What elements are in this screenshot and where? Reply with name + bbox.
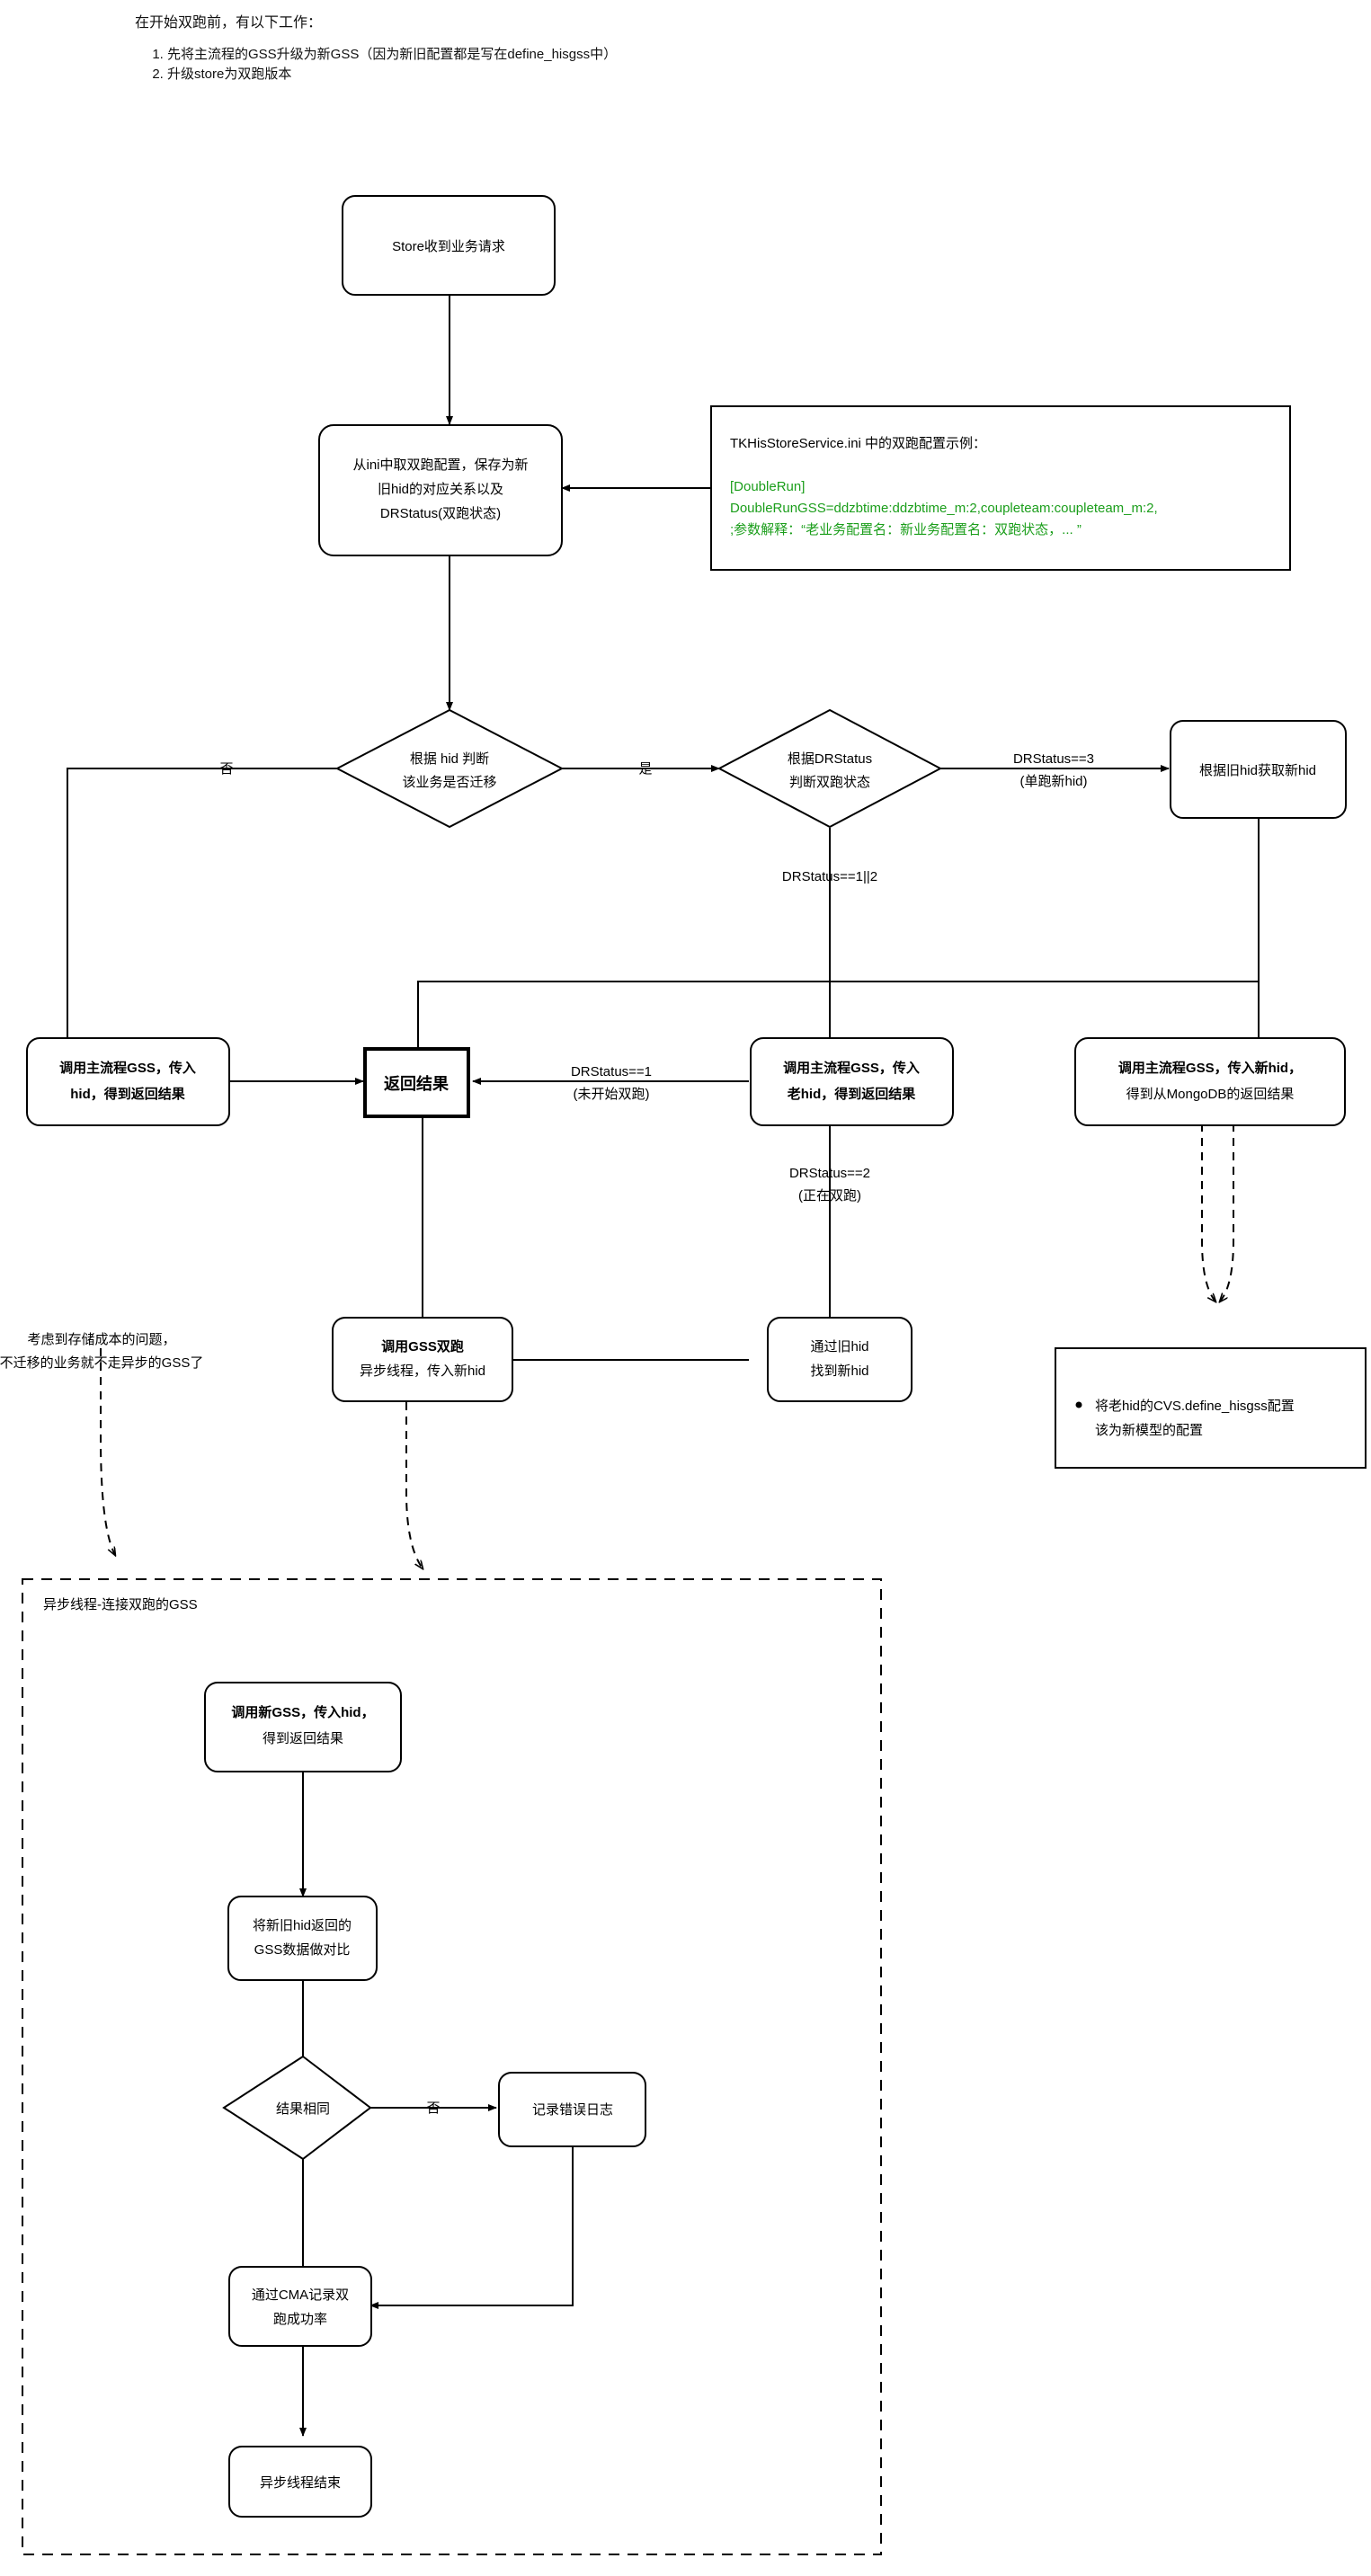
edge-log-to-cma (369, 2146, 574, 2309)
prerequisite-list: 先将主流程的GSS升级为新GSS（因为新旧配置都是写在define_hisgss… (135, 45, 944, 84)
node-config-note: TKHisStoreService.ini 中的双跑配置示例： [DoubleR… (710, 405, 1291, 571)
edge-label-drstatus12: DRStatus==1||2 (782, 869, 877, 884)
node-async-end[interactable]: 异步线程结束 (228, 2446, 372, 2518)
node-same-result[interactable]: 结果相同 (222, 2055, 372, 2161)
edge-label-drstatus3-sub: (单跑新hid) (1019, 774, 1087, 789)
node-cma-record-line1: 通过CMA记录双 (252, 2287, 349, 2303)
page-title: 在开始双跑前，有以下工作： (135, 15, 323, 31)
node-find-new-hid-line2: 找到新hid (810, 1364, 868, 1379)
node-call-gss-double[interactable]: 调用GSS双跑 异步线程，传入新hid (332, 1317, 513, 1402)
node-define-hisgss-line2: 该为新模型的配置 (1095, 1423, 1203, 1438)
edge-costnote-dashed (100, 1348, 115, 1555)
node-cma-record[interactable]: 通过CMA记录双 跑成功率 (228, 2266, 372, 2347)
node-store-request-label: Store收到业务请求 (392, 239, 505, 254)
node-read-ini-line3: DRStatus(双跑状态) (380, 506, 501, 521)
node-return-result-label: 返回结果 (384, 1074, 450, 1093)
async-thread-container: 异步线程-连接双跑的GSS (22, 1578, 882, 2555)
node-compare-gss[interactable]: 将新旧hid返回的 GSS数据做对比 (227, 1896, 378, 1981)
edge-label-drstatus2: DRStatus==2 (789, 1166, 870, 1181)
node-call-new-gss-line2: 得到返回结果 (263, 1731, 343, 1746)
node-call-gss-old-hid-line1: 调用主流程GSS，传入 (783, 1060, 920, 1076)
config-note-line1: [DoubleRun] (730, 479, 805, 494)
edge-label-drstatus3: DRStatus==3 (1013, 751, 1094, 767)
node-call-new-gss-line1: 调用新GSS，传入hid， (231, 1704, 374, 1720)
node-call-gss-hid-line2: hid，得到返回结果 (70, 1086, 185, 1102)
edge-double-dashed-down (405, 1402, 423, 1568)
node-find-new-hid[interactable]: 通过旧hid 找到新hid (767, 1317, 913, 1402)
node-call-new-gss[interactable]: 调用新GSS，传入hid， 得到返回结果 (204, 1682, 402, 1772)
node-call-gss-new-hid-line1: 调用主流程GSS，传入新hid， (1118, 1060, 1302, 1076)
edge-label-no-migrate: 否 (219, 761, 233, 777)
list-item: 先将主流程的GSS升级为新GSS（因为新旧配置都是写在define_hisgss… (167, 45, 944, 65)
node-call-gss-double-line2: 异步线程，传入新hid (360, 1364, 485, 1379)
edge-label-yes-migrate: 是 (638, 761, 652, 777)
edge-hisgss-dashed-b (1220, 1124, 1234, 1301)
node-call-gss-hid[interactable]: 调用主流程GSS，传入 hid，得到返回结果 (26, 1037, 230, 1126)
edge-label-drstatus2-sub: (正在双跑) (798, 1188, 861, 1204)
node-call-gss-old-hid-line2: 老hid，得到返回结果 (787, 1086, 916, 1102)
node-decide-drstatus[interactable]: 根据DRStatus 判断双跑状态 (717, 708, 943, 829)
edge-label-drstatus1-sub: (未开始双跑) (574, 1087, 650, 1102)
edge-label-drstatus1: DRStatus==1 (571, 1064, 652, 1079)
node-call-gss-new-hid-line2: 得到从MongoDB的返回结果 (1126, 1087, 1295, 1102)
node-cost-note: 考虑到存储成本的问题， 不迁移的业务就不走异步的GSS了 (0, 1332, 203, 1371)
node-return-result[interactable]: 返回结果 (363, 1047, 470, 1118)
node-read-ini-line1: 从ini中取双跑配置，保存为新 (352, 457, 528, 473)
node-decide-hid-line2: 该业务是否迁移 (402, 775, 496, 790)
node-call-gss-double-line1: 调用GSS双跑 (381, 1338, 464, 1355)
node-define-hisgss-line1: 将老hid的CVS.define_hisgss配置 (1095, 1399, 1295, 1414)
node-read-ini-line2: 旧hid的对应关系以及 (378, 481, 503, 497)
async-container-label: 异步线程-连接双跑的GSS (43, 1597, 198, 1612)
bullet-icon (1075, 1401, 1082, 1408)
node-compare-gss-line1: 将新旧hid返回的 (253, 1918, 352, 1933)
node-cost-note-line2: 不迁移的业务就不走异步的GSS了 (0, 1355, 203, 1371)
node-cost-note-line1: 考虑到存储成本的问题， (27, 1332, 175, 1347)
list-item: 升级store为双跑版本 (167, 65, 944, 84)
node-log-error-label: 记录错误日志 (532, 2102, 613, 2118)
node-decide-drstatus-line2: 判断双跑状态 (789, 775, 870, 790)
node-get-new-hid-label: 根据旧hid获取新hid (1199, 763, 1316, 778)
node-compare-gss-line2: GSS数据做对比 (254, 1942, 351, 1958)
config-note-title: TKHisStoreService.ini 中的双跑配置示例： (730, 436, 986, 451)
edge-hisgss-dashed-a (1201, 1124, 1215, 1301)
edge-no-migrate (64, 768, 338, 1057)
node-store-request[interactable]: Store收到业务请求 (342, 195, 556, 296)
node-get-new-hid[interactable]: 根据旧hid获取新hid (1170, 720, 1347, 819)
node-find-new-hid-line1: 通过旧hid (810, 1339, 868, 1355)
node-call-gss-hid-line1: 调用主流程GSS，传入 (59, 1060, 196, 1076)
node-cma-record-line2: 跑成功率 (273, 2312, 327, 2327)
node-call-gss-new-hid[interactable]: 调用主流程GSS，传入新hid， 得到从MongoDB的返回结果 (1074, 1037, 1346, 1126)
edge-newhid-return-top (414, 981, 1260, 1057)
node-decide-hid-line1: 根据 hid 判断 (410, 751, 489, 767)
node-define-hisgss-note: 将老hid的CVS.define_hisgss配置 该为新模型的配置 (1055, 1347, 1367, 1469)
config-note-line2: DoubleRunGSS=ddzbtime:ddzbtime_m:2,coupl… (730, 501, 1158, 516)
node-decide-hid[interactable]: 根据 hid 判断 该业务是否迁移 (334, 708, 565, 829)
node-async-end-label: 异步线程结束 (260, 2475, 341, 2491)
config-note-line3: ;参数解释：“老业务配置名：新业务配置名：双跑状态，... ” (730, 522, 1082, 537)
node-decide-drstatus-line1: 根据DRStatus (788, 751, 872, 767)
node-same-result-label: 结果相同 (276, 2101, 330, 2117)
node-log-error[interactable]: 记录错误日志 (498, 2072, 646, 2147)
node-read-ini[interactable]: 从ini中取双跑配置，保存为新 旧hid的对应关系以及 DRStatus(双跑状… (318, 424, 563, 556)
edge-label-same-no: 否 (426, 2101, 440, 2116)
node-call-gss-old-hid[interactable]: 调用主流程GSS，传入 老hid，得到返回结果 (750, 1037, 954, 1126)
header-block: 在开始双跑前，有以下工作： 先将主流程的GSS升级为新GSS（因为新旧配置都是写… (135, 11, 944, 84)
